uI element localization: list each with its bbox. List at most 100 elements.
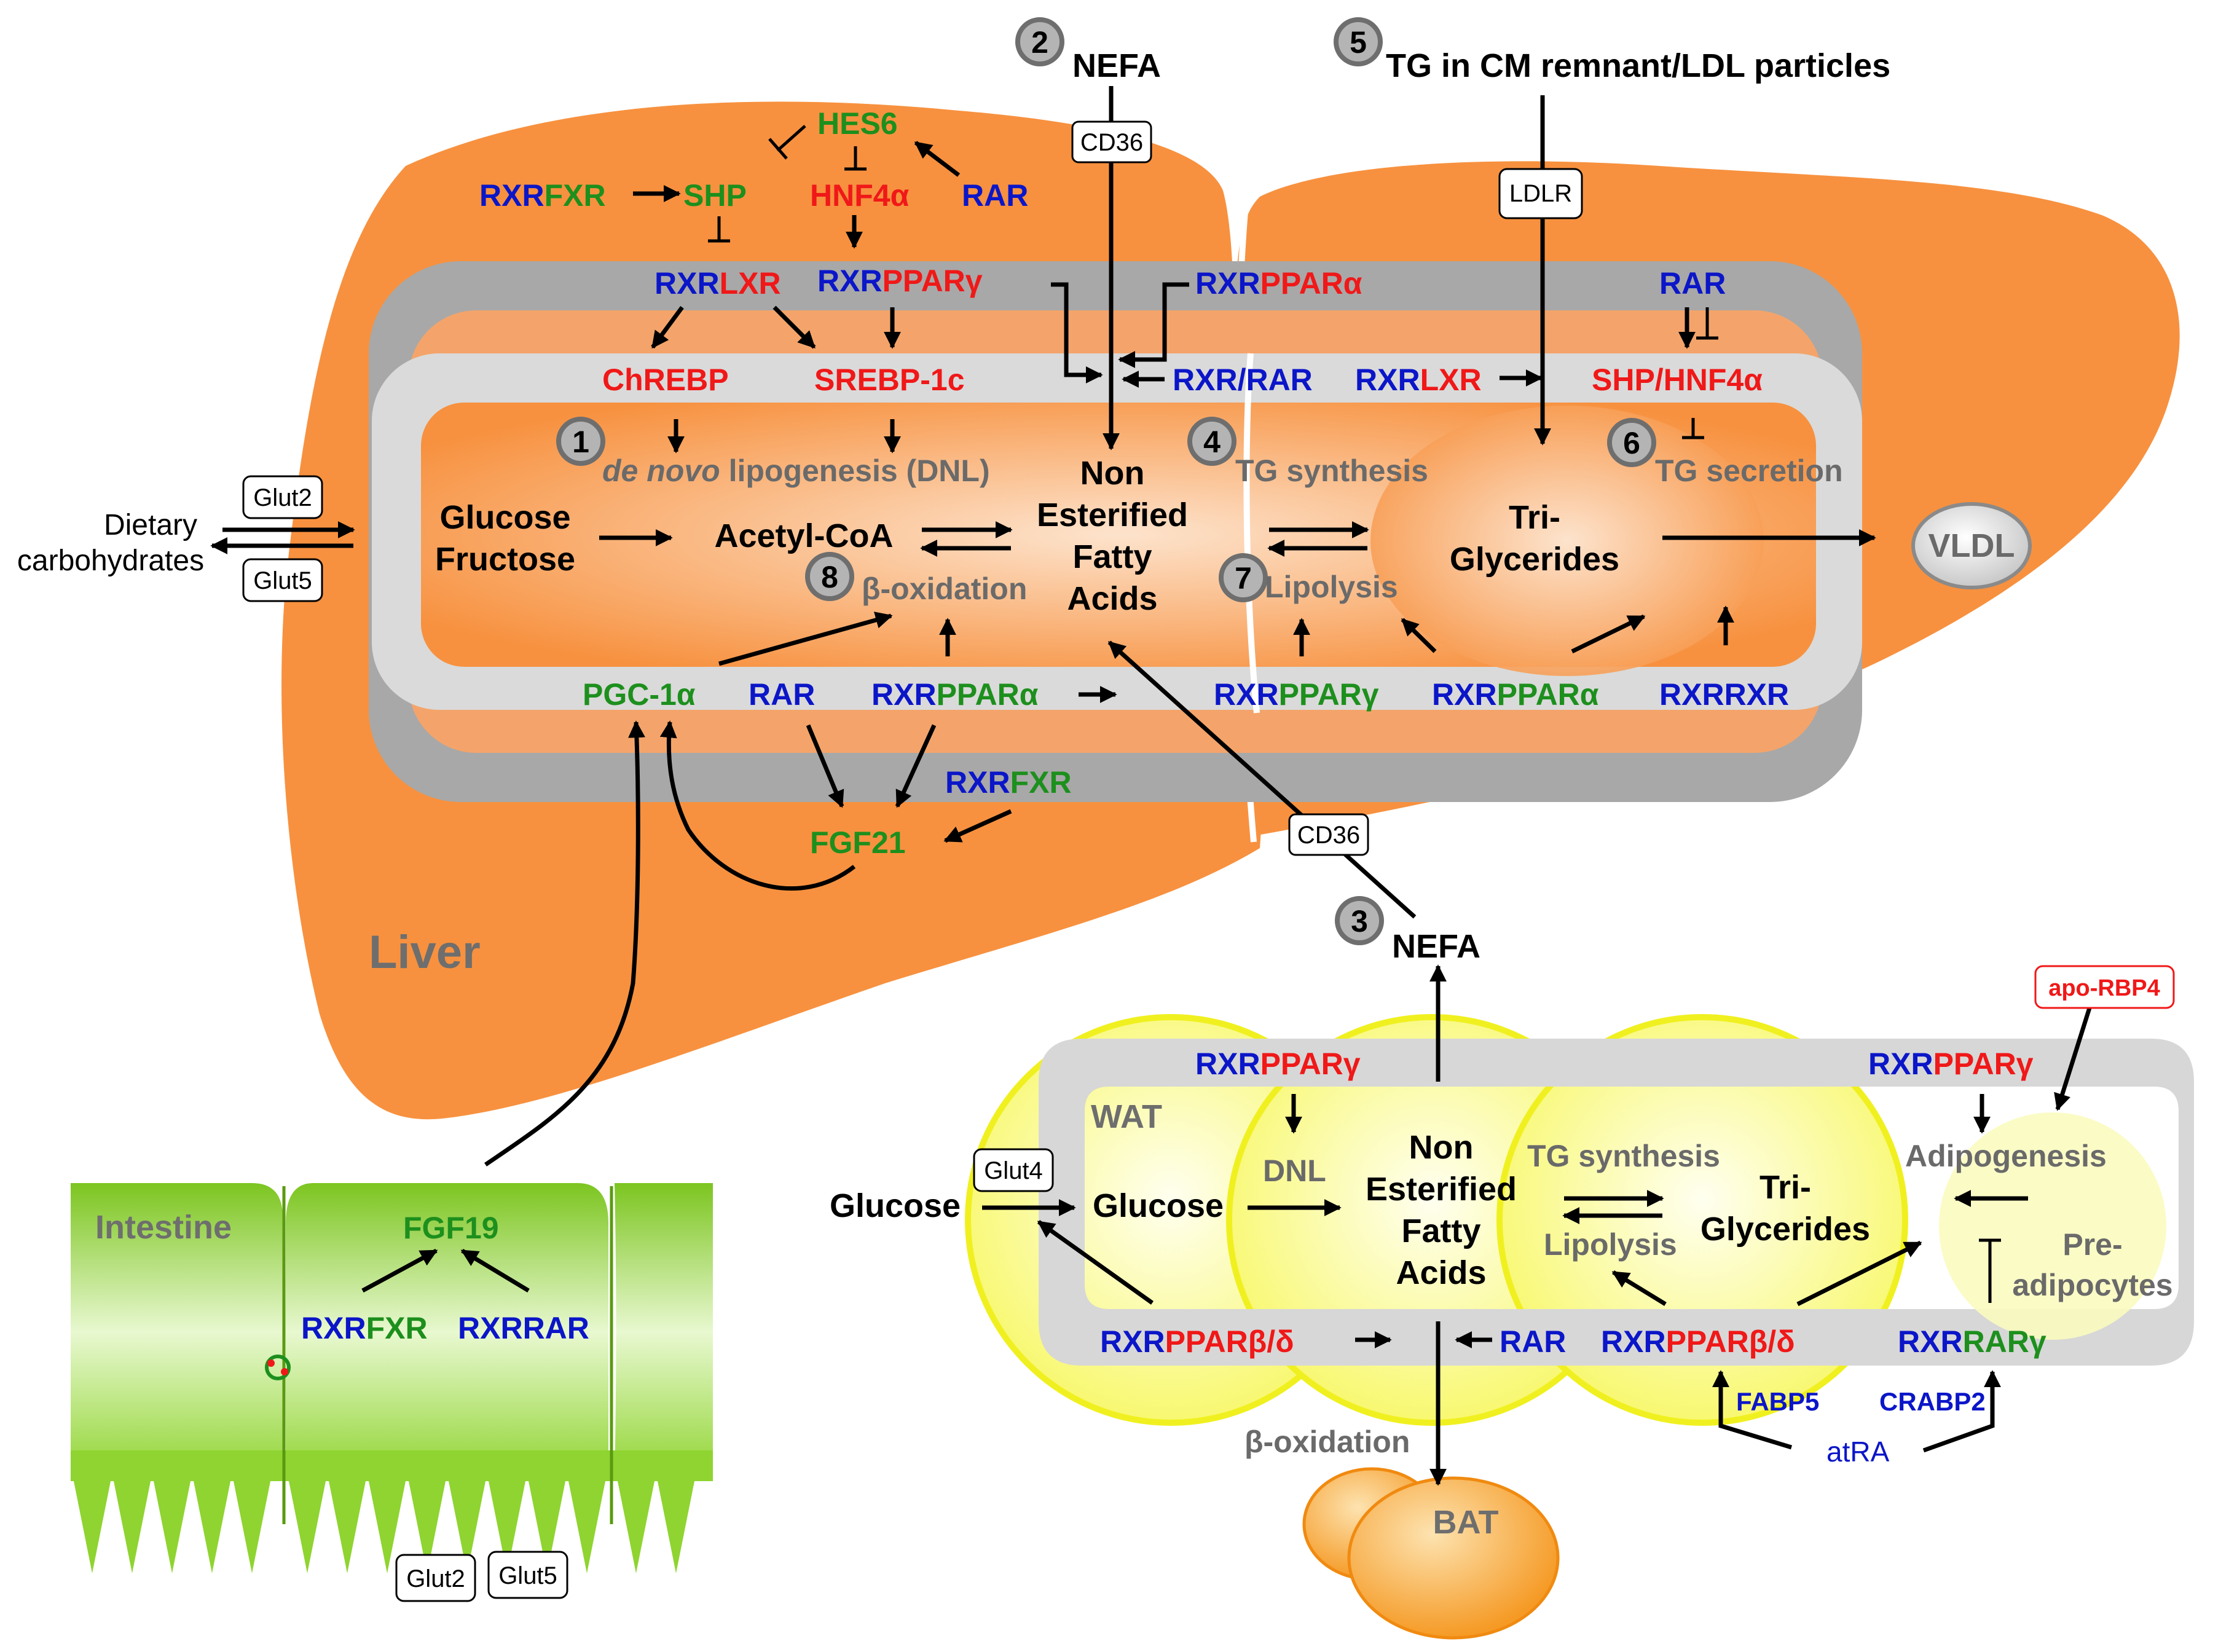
rxr-pparbd-wat-1: RXRPPARβ/δ <box>1100 1324 1294 1359</box>
srebp-label: SREBP-1c <box>814 363 965 397</box>
fructose-liver: Fructose <box>435 541 575 578</box>
beta-oxidation-wat: β-oxidation <box>1244 1425 1410 1459</box>
glut5-liver-box: Glut5 <box>242 558 323 602</box>
rxr-ppara-liver-top: RXRPPARα <box>1195 266 1362 301</box>
svg-text:Acids: Acids <box>1396 1254 1486 1291</box>
glut5-intestine-box: Glut5 <box>487 1551 568 1599</box>
fgf21-label: FGF21 <box>810 825 906 860</box>
lipolysis-liver: Lipolysis <box>1265 570 1398 604</box>
wat-label: WAT <box>1091 1098 1162 1135</box>
rxr-fxr-liver-bottom: RXRFXR <box>945 765 1072 800</box>
glut2-liver-box: Glut2 <box>242 475 323 519</box>
svg-text:4: 4 <box>1203 425 1221 459</box>
hes6-label: HES6 <box>817 106 898 141</box>
atra-label: atRA <box>1826 1436 1890 1468</box>
glut4-box: Glut4 <box>973 1148 1054 1192</box>
svg-text:Glut5: Glut5 <box>498 1562 557 1589</box>
triglycerides-wat-1: Tri- <box>1759 1169 1811 1206</box>
svg-text:Fatty: Fatty <box>1401 1213 1480 1249</box>
rar-right-label: RAR <box>1659 266 1726 301</box>
intestine-label: Intestine <box>95 1209 232 1246</box>
beta-oxidation-liver: β-oxidation <box>862 572 1027 606</box>
rar-bottom-label: RAR <box>749 677 815 712</box>
svg-text:Glut2: Glut2 <box>253 484 312 511</box>
rxr-pparg-wat-1: RXRPPARγ <box>1195 1047 1361 1081</box>
hnf4a-label: HNF4α <box>810 178 910 213</box>
svg-text:Non: Non <box>1409 1129 1474 1166</box>
svg-text:Glut5: Glut5 <box>253 567 312 594</box>
rxr-pparg-liver: RXRPPARγ <box>817 264 983 298</box>
vldl-label: VLDL <box>1928 527 2015 564</box>
rxr-pparg-wat-2: RXRPPARγ <box>1868 1047 2034 1081</box>
step-2-icon: 2 <box>1015 17 1064 66</box>
cd36-mid-box: CD36 <box>1288 813 1369 856</box>
glucose-wat-label: Glucose <box>1093 1187 1224 1224</box>
glucose-liver: Glucose <box>439 499 570 536</box>
svg-text:5: 5 <box>1350 25 1367 60</box>
carbohydrates-label: carbohydrates <box>17 545 204 577</box>
rxr-rarg-wat: RXRRARγ <box>1898 1324 2046 1359</box>
tg-synthesis-liver: TG synthesis <box>1235 454 1428 488</box>
triglycerides-liver-1: Tri- <box>1509 499 1560 536</box>
vldl-particle <box>1911 502 2032 589</box>
svg-text:CD36: CD36 <box>1080 129 1143 156</box>
rar-top-label: RAR <box>962 178 1028 213</box>
lipolysis-wat: Lipolysis <box>1544 1227 1677 1262</box>
intestine-tissue <box>71 1183 713 1573</box>
svg-text:CD36: CD36 <box>1297 822 1360 849</box>
svg-text:1: 1 <box>572 425 589 459</box>
apo-rbp4-box: apo-RBP4 <box>2034 965 2175 1009</box>
glut2-intestine-box: Glut2 <box>395 1554 476 1602</box>
cd36-top-box: CD36 <box>1071 120 1152 163</box>
crabp2-label: CRABP2 <box>1879 1387 1986 1416</box>
step-circles: 1 2 3 4 5 6 7 8 <box>556 17 1656 945</box>
step-6-icon: 6 <box>1607 418 1656 467</box>
tight-junction-icon <box>265 1355 291 1380</box>
rxr-pparbd-wat-2: RXRPPARβ/δ <box>1601 1324 1795 1359</box>
svg-text:Fatty: Fatty <box>1072 538 1152 575</box>
rxr-lxr-liver: RXRLXR <box>655 266 781 301</box>
bat-tissue <box>1302 1467 1560 1640</box>
shp-label: SHP <box>683 178 747 213</box>
liver-label: Liver <box>369 926 481 978</box>
rar-wat-label: RAR <box>1500 1324 1566 1359</box>
svg-text:apo-RBP4: apo-RBP4 <box>2048 975 2160 1001</box>
preadipocytes-label-2: adipocytes <box>2012 1268 2172 1302</box>
triglycerides-liver-2: Glycerides <box>1450 541 1619 578</box>
nefa-wat-label: NEFA <box>1392 928 1480 965</box>
pgc1a-label: PGC-1α <box>583 677 696 712</box>
dietary-label: Dietary <box>104 509 197 541</box>
svg-text:Glut2: Glut2 <box>406 1565 465 1592</box>
nefa-liver-label: Non Esterified Fatty Acids <box>1037 455 1188 617</box>
nefa-wat-center: Non Esterified Fatty Acids <box>1366 1129 1517 1291</box>
tg-secretion-label: TG secretion <box>1655 454 1843 488</box>
svg-text:3: 3 <box>1351 904 1368 938</box>
svg-text:Glut4: Glut4 <box>984 1157 1043 1184</box>
preadipocytes-label-1: Pre- <box>2062 1227 2122 1262</box>
svg-text:2: 2 <box>1031 25 1048 60</box>
svg-text:Acids: Acids <box>1067 580 1157 617</box>
preadipocyte-cell <box>1939 1112 2166 1340</box>
tg-remnant-label: TG in CM remnant/LDL particles <box>1386 47 1890 84</box>
svg-text:Esterified: Esterified <box>1037 497 1188 533</box>
svg-text:8: 8 <box>821 560 838 594</box>
nefa-top-label: NEFA <box>1072 47 1161 84</box>
rxr-rar-liver: RXR/RAR <box>1173 363 1313 397</box>
svg-text:6: 6 <box>1623 426 1640 460</box>
rxr-ppara-bottom: RXRPPARα <box>871 677 1039 712</box>
rxr-rxr-label: RXRRXR <box>1659 677 1789 712</box>
svg-text:Non: Non <box>1080 455 1145 492</box>
svg-text:LDLR: LDLR <box>1509 180 1572 207</box>
dnl-wat-label: DNL <box>1263 1154 1326 1188</box>
step-1-icon: 1 <box>556 417 605 466</box>
glucose-input-label: Glucose <box>830 1187 961 1224</box>
svg-text:Esterified: Esterified <box>1366 1171 1517 1208</box>
adipogenesis-label: Adipogenesis <box>1905 1139 2107 1173</box>
step-7-icon: 7 <box>1219 553 1268 602</box>
dnl-label: de novo lipogenesis (DNL) <box>602 454 990 488</box>
rxr-ppara-bottom-2: RXRPPARα <box>1432 677 1599 712</box>
step-4-icon: 4 <box>1187 417 1236 466</box>
rxr-pparg-bottom: RXRPPARγ <box>1214 677 1379 712</box>
fabp5-label: FABP5 <box>1736 1387 1819 1416</box>
